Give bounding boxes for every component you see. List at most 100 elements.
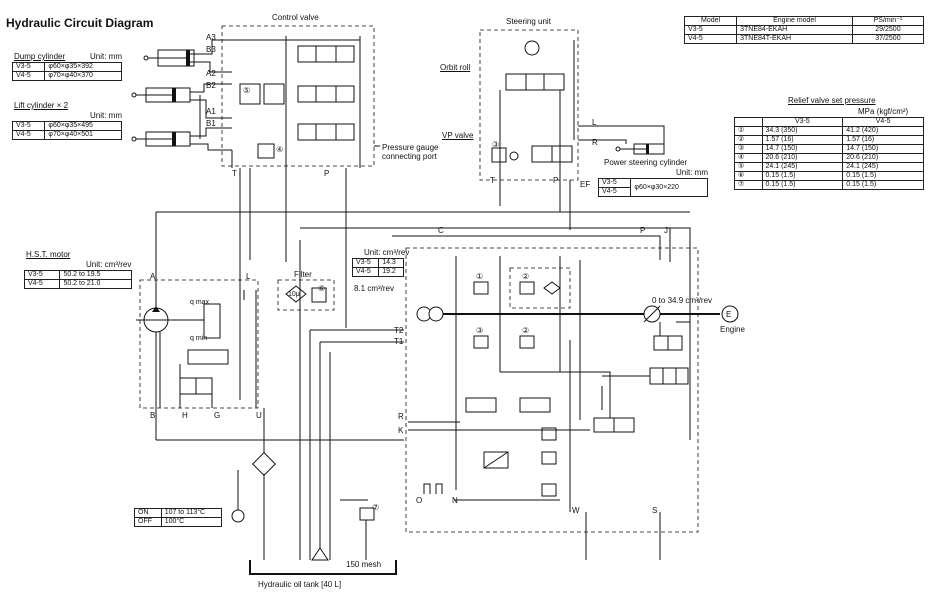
port-b-motor: B <box>150 411 156 420</box>
table-cell: V3-5 <box>597 178 632 188</box>
dump-cylinder-label: Dump cylinder <box>14 52 66 61</box>
port-t-steering: T <box>490 176 495 185</box>
port-a1: A1 <box>206 107 216 116</box>
table-cell: 100°C <box>160 517 223 527</box>
port-o: O <box>416 496 423 505</box>
hydraulic-oil-tank <box>249 560 397 575</box>
table-cell: 0.15 (1.5) <box>761 180 844 190</box>
hst-number-1: ① <box>476 272 484 281</box>
table-cell: ⑤ <box>734 162 763 172</box>
diagram-title: Hydraulic Circuit Diagram <box>6 16 154 30</box>
orbit-roll-label: Orbit roll <box>440 63 471 72</box>
port-r-hst: R <box>398 412 404 421</box>
table-cell: V4-5 <box>11 71 46 81</box>
lift-cylinder-symbol-upper <box>131 87 191 103</box>
port-t-control: T <box>232 169 237 178</box>
table-header: PS/min⁻¹ <box>851 16 925 26</box>
table-cell: V4-5 <box>11 130 46 140</box>
control-valve-spools <box>239 45 355 159</box>
table-cell: 3TNE84-EKAH <box>736 25 853 35</box>
table-cell: V4-5 <box>683 34 738 44</box>
port-w: W <box>572 506 580 515</box>
hst-number-3: ③ <box>476 326 484 335</box>
control-valve-label: Control valve <box>272 13 319 22</box>
table-row: V4-5 <box>597 187 708 197</box>
main-pump-symbol <box>643 305 661 323</box>
vp-valve-label: VP valve <box>442 131 474 140</box>
table-cell: 34.3 (350) <box>761 126 844 136</box>
lift-cylinder-unit: Unit: mm <box>90 111 122 120</box>
pressure-gauge-port-label: Pressure gauge connecting port <box>382 143 439 161</box>
table-header-row: V3-5 V4-5 <box>734 117 924 127</box>
pump-unit-label: Unit: cm³/rev <box>364 248 410 257</box>
relief-valve-unit: MPa (kgf/cm²) <box>858 107 909 116</box>
lift-cylinder-label: Lift cylinder × 2 <box>14 101 69 110</box>
port-p-steering: P <box>553 176 559 185</box>
table-cell: OFF <box>134 517 162 527</box>
filter-symbol <box>285 285 327 303</box>
valve-number-4: ④ <box>276 145 284 154</box>
engine-symbol <box>721 305 739 323</box>
port-h-motor: H <box>182 411 188 420</box>
power-steering-cylinder-label: Power steering cylinder <box>604 158 688 167</box>
port-ef-steering: EF <box>580 180 591 189</box>
hst-number-2: ② <box>522 272 530 281</box>
table-cell: V3-5 <box>351 258 380 268</box>
steering-unit-enclosure <box>479 29 579 181</box>
table-cell: V4-5 <box>23 279 61 289</box>
thermo-switch-symbol <box>231 509 245 523</box>
port-j: J <box>664 226 668 235</box>
table-cell: ③ <box>734 144 763 154</box>
table-cell: 20.6 (210) <box>842 153 924 163</box>
table-header: V3-5 <box>761 117 844 127</box>
table-cell: 41.2 (420) <box>842 126 924 136</box>
port-a-motor: A <box>150 272 156 281</box>
table-cell: ② <box>734 135 763 145</box>
table-header: Model <box>683 16 738 26</box>
table-cell: 1.57 (16) <box>761 135 844 145</box>
charge-pump-displacement: 8.1 cm³/rev <box>354 284 395 293</box>
orbit-roll-symbol <box>505 40 565 91</box>
lift-cylinder-symbol-lower <box>131 131 191 147</box>
dump-cylinder-unit: Unit: mm <box>90 52 122 61</box>
hydraulic-oil-tank-label: Hydraulic oil tank [40 L] <box>258 580 342 589</box>
port-n: N <box>452 496 458 505</box>
table-cell: 50.2 to 21.0 <box>59 279 132 289</box>
mesh-label: 150 mesh <box>346 560 382 569</box>
engine-model-table: Model Engine model PS/min⁻¹ V3-5 3TNE84-… <box>683 16 925 44</box>
port-l-steering: L <box>592 118 597 127</box>
table-cell: V3-5 <box>683 25 738 35</box>
table-cell: ON <box>134 508 162 518</box>
hst-motor-symbol <box>136 303 229 395</box>
table-header: V4-5 <box>842 117 924 127</box>
port-r-steering: R <box>592 138 598 147</box>
engine-symbol-letter: E <box>726 310 732 319</box>
oil-cooler-symbol <box>251 451 277 477</box>
table-cell: ⑥ <box>734 171 763 181</box>
port-t1: T1 <box>394 337 404 346</box>
table-cell: 50.2 to 19.5 <box>59 270 132 280</box>
filter-rating: 10μ <box>288 291 300 298</box>
table-cell: V3-5 <box>23 270 61 280</box>
port-p-hst: P <box>640 226 646 235</box>
charge-pump-symbol <box>416 306 444 322</box>
table-cell: φ70×φ40×501 <box>44 130 122 140</box>
table-cell: ① <box>734 126 763 136</box>
hst-motor-enclosure <box>139 279 259 409</box>
filter-enclosure <box>277 279 335 311</box>
